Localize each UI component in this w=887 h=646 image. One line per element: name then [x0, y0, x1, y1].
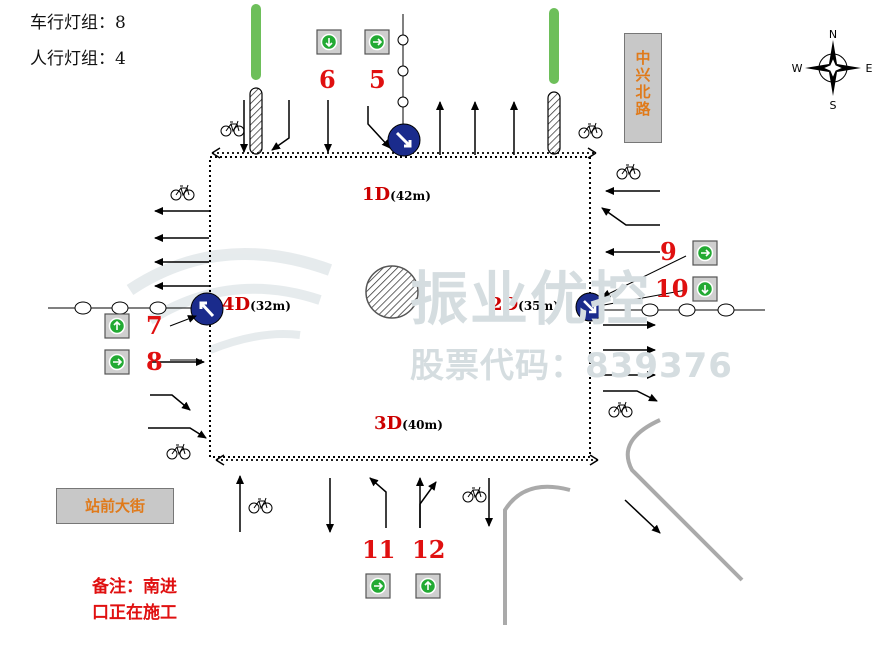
- street-name-north: 中兴北路: [633, 50, 652, 118]
- street-label-north: 中兴北路: [624, 33, 662, 143]
- keep-right-sign-east: [575, 292, 605, 322]
- signal-head-10: [692, 276, 718, 302]
- compass-s: S: [830, 99, 837, 112]
- keep-right-sign-north: [387, 123, 421, 157]
- construction-note: 备注：南进 口正在施工: [92, 574, 177, 626]
- east-lane-arrows: [601, 187, 660, 402]
- signal-head-7: [104, 313, 130, 339]
- signal-number-11: 11: [362, 535, 395, 564]
- leader-lines: [169, 255, 687, 361]
- svg-text:4D(32m): 4D(32m): [222, 294, 291, 315]
- crosswalk-3d-id: 3D: [374, 413, 402, 434]
- svg-text:3D(40m): 3D(40m): [374, 413, 443, 434]
- bike-icon: [616, 163, 641, 180]
- bike-icon: [220, 120, 245, 137]
- center-island: [365, 265, 419, 319]
- compass-rose-icon: N S E W: [792, 28, 873, 112]
- svg-text:2D(35m): 2D(35m): [490, 294, 559, 315]
- crosswalk-south-line: [215, 454, 599, 466]
- signal-number-12: 12: [412, 535, 445, 564]
- east-ped-pole: [590, 303, 765, 317]
- note-line-1: 备注：南进: [92, 577, 177, 597]
- west-lane-arrows: [148, 207, 209, 439]
- compass-n: N: [829, 28, 837, 41]
- crosswalk-4d-id: 4D: [222, 294, 250, 315]
- watermark-logo: [126, 248, 333, 354]
- north-median-right: [549, 8, 559, 84]
- signal-head-6: [316, 29, 342, 55]
- signal-number-8: 8: [146, 347, 163, 376]
- bike-icon: [166, 443, 191, 460]
- crosswalk-4d-length: (32m): [250, 299, 291, 313]
- note-line-2: 口正在施工: [92, 603, 177, 623]
- signal-number-10: 10: [655, 274, 688, 303]
- bike-icon: [462, 486, 487, 503]
- crosswalk-1d-length: (42m): [390, 189, 431, 203]
- compass-e: E: [866, 62, 873, 75]
- bike-icon: [578, 122, 603, 139]
- bike-icon: [248, 497, 273, 514]
- signal-head-8: [104, 349, 130, 375]
- north-lane-arrows: [240, 100, 518, 155]
- pedestrian-signal-group-count: 人行灯组：4: [30, 49, 126, 69]
- construction-roads: [503, 418, 744, 625]
- signal-number-6: 6: [319, 65, 336, 94]
- signal-number-5: 5: [369, 65, 386, 94]
- west-ped-pole: [48, 301, 215, 315]
- crosswalk-1d-id: 1D: [362, 184, 390, 205]
- signal-head-12: [415, 573, 441, 599]
- compass-w: W: [792, 62, 803, 75]
- signal-number-7: 7: [146, 311, 163, 340]
- south-lane-arrows: [236, 475, 661, 534]
- north-island-left: [249, 87, 263, 155]
- signal-number-9: 9: [660, 237, 677, 266]
- crosswalk-2d-id: 2D: [490, 294, 518, 315]
- signal-head-11: [365, 573, 391, 599]
- svg-text:1D(42m): 1D(42m): [362, 184, 431, 205]
- north-island-right: [547, 91, 561, 155]
- bike-icon: [170, 184, 195, 201]
- crosswalk-3d-length: (40m): [402, 418, 443, 432]
- vehicle-signal-group-count: 车行灯组：8: [30, 13, 126, 33]
- street-label-south: 站前大街: [56, 488, 174, 524]
- keep-right-sign-west: [190, 292, 224, 326]
- signal-head-5: [364, 29, 390, 55]
- signal-head-9: [692, 240, 718, 266]
- north-ped-pole: [397, 14, 409, 135]
- crosswalk-2d-length: (35m): [518, 299, 559, 313]
- bike-icon: [608, 401, 633, 418]
- north-median-left: [251, 4, 261, 80]
